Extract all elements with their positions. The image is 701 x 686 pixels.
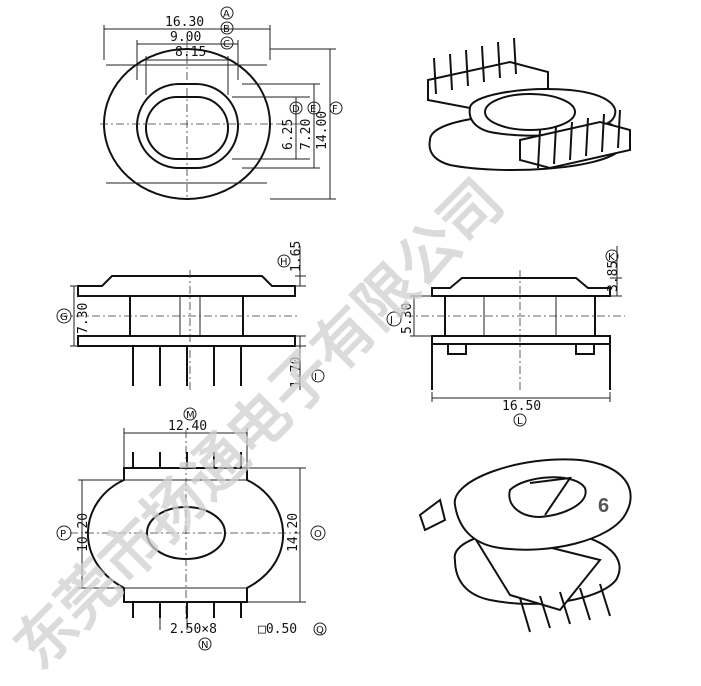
side-view: 3.85 K 5.30 J 16.50 L <box>386 246 625 427</box>
watermark: 东莞市扬通电子有限公司 <box>1 166 517 682</box>
dim-j: 5.30 <box>400 303 415 334</box>
label-k: K <box>608 252 615 263</box>
label-a: A <box>223 9 230 20</box>
label-g: G <box>60 312 68 323</box>
label-b: B <box>223 24 230 35</box>
top-view: 16.30 A 9.00 B 8.15 C 6.25 D 7.20 E 14.0… <box>100 6 343 200</box>
dim-a: 16.30 <box>165 15 204 30</box>
label-d: D <box>292 104 300 115</box>
isometric-view-bottom <box>418 458 632 633</box>
dim-l: 16.50 <box>502 399 541 414</box>
bottom-view: 12.40 M 10.20 P 14.20 O 2.50×8 N □0.50 Q <box>56 407 327 651</box>
dim-c: 8.15 <box>175 45 206 60</box>
isometric-view-top <box>427 37 631 171</box>
dim-k: 3.85 <box>606 261 621 292</box>
label-l: L <box>517 416 523 427</box>
label-i: I <box>314 372 317 383</box>
label-p: P <box>60 529 66 540</box>
dim-d: 6.25 <box>281 119 296 150</box>
page-number: 6 <box>598 495 609 517</box>
label-n: N <box>201 640 208 651</box>
dim-h: 1.65 <box>289 241 304 272</box>
dim-q: □0.50 <box>258 622 297 637</box>
dim-p: 10.20 <box>76 513 91 552</box>
label-q: Q <box>316 625 324 636</box>
label-f: F <box>332 104 338 115</box>
dim-b: 9.00 <box>170 30 201 45</box>
dim-m: 12.40 <box>168 419 207 434</box>
front-view: 1.65 H 7.30 G 1.70 I <box>56 241 325 392</box>
svg-text:东莞市扬通电子有限公司: 东莞市扬通电子有限公司 <box>1 166 517 682</box>
dim-g: 7.30 <box>76 303 91 334</box>
dim-e: 7.20 <box>299 119 314 150</box>
bore-outer <box>136 83 239 169</box>
dim-i: 1.70 <box>289 357 304 388</box>
label-o: O <box>314 529 322 540</box>
dim-o: 14.20 <box>286 513 301 552</box>
dim-n: 2.50×8 <box>170 622 217 637</box>
label-c: C <box>223 39 230 50</box>
label-h: H <box>280 257 288 268</box>
label-e: E <box>310 104 316 115</box>
label-m: M <box>186 410 195 421</box>
label-j: J <box>389 315 393 326</box>
dim-f: 14.00 <box>315 111 330 150</box>
